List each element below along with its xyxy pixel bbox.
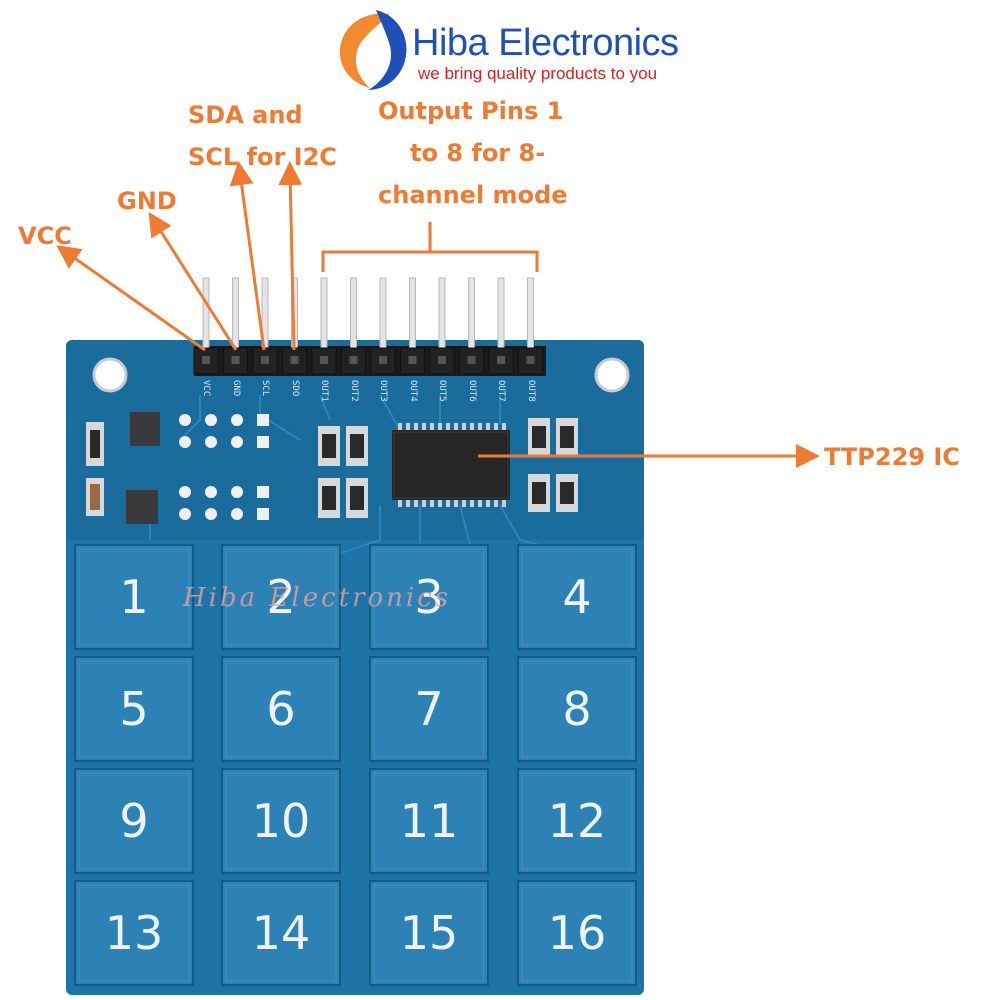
keypad-pad-label: 1 [119,570,149,624]
label-ttp229-ic: TTP229 IC [824,443,960,471]
keypad-pad-13 [74,880,194,986]
keypad-pad-16 [517,880,637,986]
header-pin-out5 [429,277,455,375]
brand-tagline: we bring quality products to you [418,64,658,83]
arrow-gnd [148,211,238,351]
silk-pin-label: OUT5 [437,380,447,402]
keypad-pad-label: 4 [562,570,592,624]
silk-pin-label: OUT7 [496,380,506,402]
silk-pin-label: OUT2 [348,380,359,402]
label-outputs-line3: channel mode [378,181,568,209]
header-pin-out2 [341,277,366,375]
arrow-vcc [56,245,206,352]
keypad-pad-label: 9 [119,794,149,848]
label-i2c-line1: SDA and [188,101,303,129]
keypad-pad-label: 8 [562,682,592,736]
hiba-logo-icon [339,10,407,90]
silk-pin-label: OUT6 [466,380,477,402]
silk-pin-label: SCL [260,380,270,397]
header-pin-out8 [518,277,543,375]
keypad-pad-label: 15 [399,906,459,960]
header-pins [193,277,546,376]
keypad-pad-label: 5 [119,682,149,736]
arrow-sda [278,161,303,351]
keypad-pad-7 [369,656,489,762]
smd-components [86,412,578,524]
keypad-pad-10 [221,768,341,874]
keypad-pads [74,544,637,986]
keypad-pad-14 [221,880,341,986]
keypad-pad-15 [369,880,489,986]
keypad-pad-label: 10 [251,794,311,848]
label-i2c-line2: SCL for I2C [188,143,337,171]
annotation-arrows [56,161,820,468]
keypad-pad-label: 7 [414,682,444,736]
silk-pin-label: OUT8 [525,380,536,402]
silk-pin-label: VCC [201,380,211,397]
silk-pin-label: OUT1 [319,380,329,402]
keypad-pad-11 [369,768,489,874]
silk-pin-label: OUT3 [378,380,388,402]
keypad-pad-2 [221,544,341,650]
keypad-pad-label: 2 [266,570,296,624]
silk-pin-label: SDO [289,380,300,397]
watermark-text: Hiba Electronics [183,583,452,613]
header-pin-scl [252,277,278,375]
header-pin-out7 [488,277,514,375]
label-gnd: GND [117,187,177,215]
label-outputs-line1: Output Pins 1 [378,97,564,125]
keypad-pad-3 [369,544,489,650]
keypad-pad-1 [74,544,194,650]
keypad-pad-12 [517,768,637,874]
header-pin-out3 [370,277,396,375]
jumper-pads [179,414,269,520]
keypad-pad-label: 6 [266,682,296,736]
silk-pin-label: OUT4 [407,380,418,402]
mount-hole-left [92,357,128,393]
keypad-pad-4 [517,544,637,650]
arrow-scl [229,161,266,351]
keypad-pad-8 [517,656,637,762]
label-outputs-line2: to 8 for 8- [410,139,546,167]
pcb-traces [149,394,581,561]
header-pin-out4 [400,277,425,375]
keypad-pad-label: 3 [414,570,444,624]
keypad-pad-6 [221,656,341,762]
keypad-pad-label: 16 [547,906,607,960]
keypad-pad-5 [74,656,194,762]
keypad-pad-label: 13 [104,906,164,960]
keypad-pad-label: 11 [399,794,459,848]
silk-pin-label: GND [230,380,241,397]
mount-hole-right [594,357,630,393]
header-pin-vcc [193,277,219,375]
ttp229-chip [392,423,510,507]
keypad-pad-label: 14 [251,906,311,960]
header-pin-out6 [459,277,484,375]
keypad-pad-label: 12 [547,794,607,848]
output-pins-bracket [321,222,539,272]
header-pin-out1 [311,277,337,375]
header-pin-gnd [223,277,248,375]
keypad-pad-9 [74,768,194,874]
brand-name: Hiba Electronics [412,22,679,64]
